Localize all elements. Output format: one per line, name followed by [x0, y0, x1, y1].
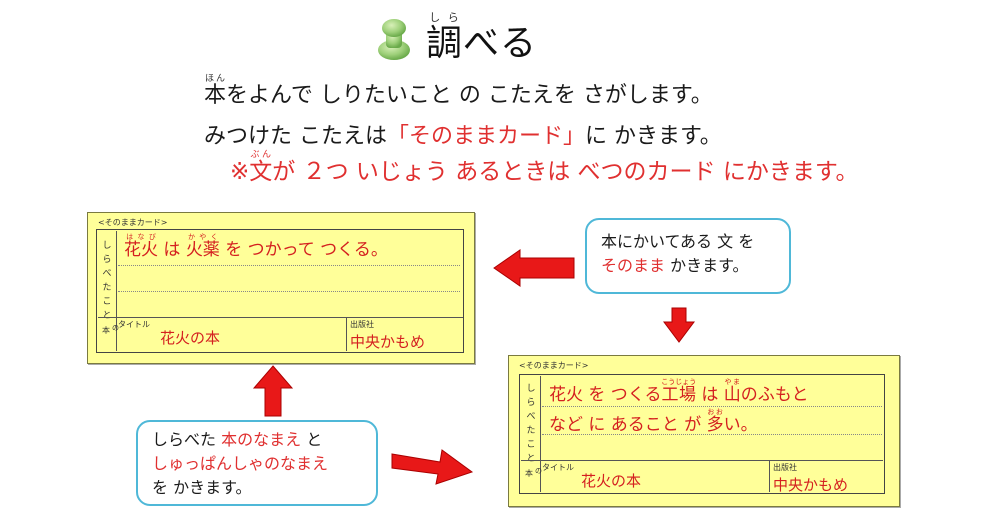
card-frame: [519, 374, 885, 494]
publisher-value: 中央かもめ: [773, 476, 849, 494]
card-rule: [98, 317, 463, 318]
title-field-label: タイトル: [118, 320, 150, 329]
callout-line-1: 本にかいてある 文 を: [601, 232, 755, 251]
sonomama-card-example-1: <そのままカード> しらべたこと 花火はなび は 火薬かやく を つかって つく…: [87, 212, 475, 364]
instruction-line-1: 本ほんをよんで しりたいこと の こたえを さがします。: [204, 74, 713, 108]
card-rule: [542, 406, 882, 407]
instruction-line-2: みつけた こたえは「そのままカード」に かきます。: [204, 124, 722, 149]
arrow-up-icon: [252, 365, 294, 417]
publisher-value: 中央かもめ: [350, 333, 426, 351]
pushpin-icon: [378, 19, 410, 60]
arrow-left-icon: [493, 249, 575, 287]
arrow-right-icon: [391, 449, 474, 485]
card-divider: [346, 317, 347, 351]
card-divider: [540, 376, 541, 492]
card-frame: [96, 229, 464, 353]
callout-line-2: そのまま かきます。: [601, 256, 749, 275]
card-rule: [118, 291, 460, 292]
book-mini-label: の: [112, 324, 119, 332]
sonomama-card-example-2: <そのままカード> しらべたこと 花火 を つくる工場こうじょう は 山やまのふ…: [508, 355, 900, 507]
card-quote-text: 花火はなび は 火薬かやく を つかって つくる。: [124, 233, 388, 260]
card-quote-line-2: など に あること が 多おおい。: [549, 408, 758, 435]
card-side-label: しらべたこと: [102, 241, 112, 321]
publisher-field-label: 出版社: [773, 463, 797, 472]
book-label: 本: [525, 469, 533, 478]
instruction-line-3: ※文ぶんが ２つ いじょう あるときは べつのカード にかきます。: [230, 150, 859, 185]
callout-line-2: しゅっぱんしゃのなまえ: [152, 454, 329, 473]
title-field-label: タイトル: [542, 463, 574, 472]
card-quote-line-1: 花火 を つくる工場こうじょう は 山やまのふもと: [549, 378, 809, 405]
callout-quote-as-is: 本にかいてある 文 を そのまま かきます。: [585, 218, 791, 294]
card-tag: <そのままカード>: [98, 218, 168, 227]
card-rule: [521, 460, 883, 461]
card-tag: <そのままカード>: [519, 361, 589, 370]
page-title: 調しらべる: [426, 10, 538, 64]
card-side-label: しらべたこと: [526, 384, 536, 464]
card-divider: [769, 460, 770, 492]
card-divider: [116, 231, 117, 351]
book-title-value: 花火の本: [160, 329, 221, 347]
book-label: 本: [102, 326, 110, 335]
arrow-down-icon: [663, 307, 695, 343]
card-rule: [542, 434, 882, 435]
callout-book-info: しらべた 本のなまえ と しゅっぱんしゃのなまえ を かきます。: [136, 420, 378, 506]
callout-line-3: を かきます。: [152, 478, 252, 497]
callout-line-1: しらべた 本のなまえ と: [152, 430, 323, 449]
publisher-field-label: 出版社: [350, 320, 374, 329]
book-title-value: 花火の本: [581, 472, 642, 490]
page-header: 調しらべる: [372, 8, 537, 68]
book-mini-label: の: [535, 467, 542, 475]
card-rule: [118, 265, 460, 266]
